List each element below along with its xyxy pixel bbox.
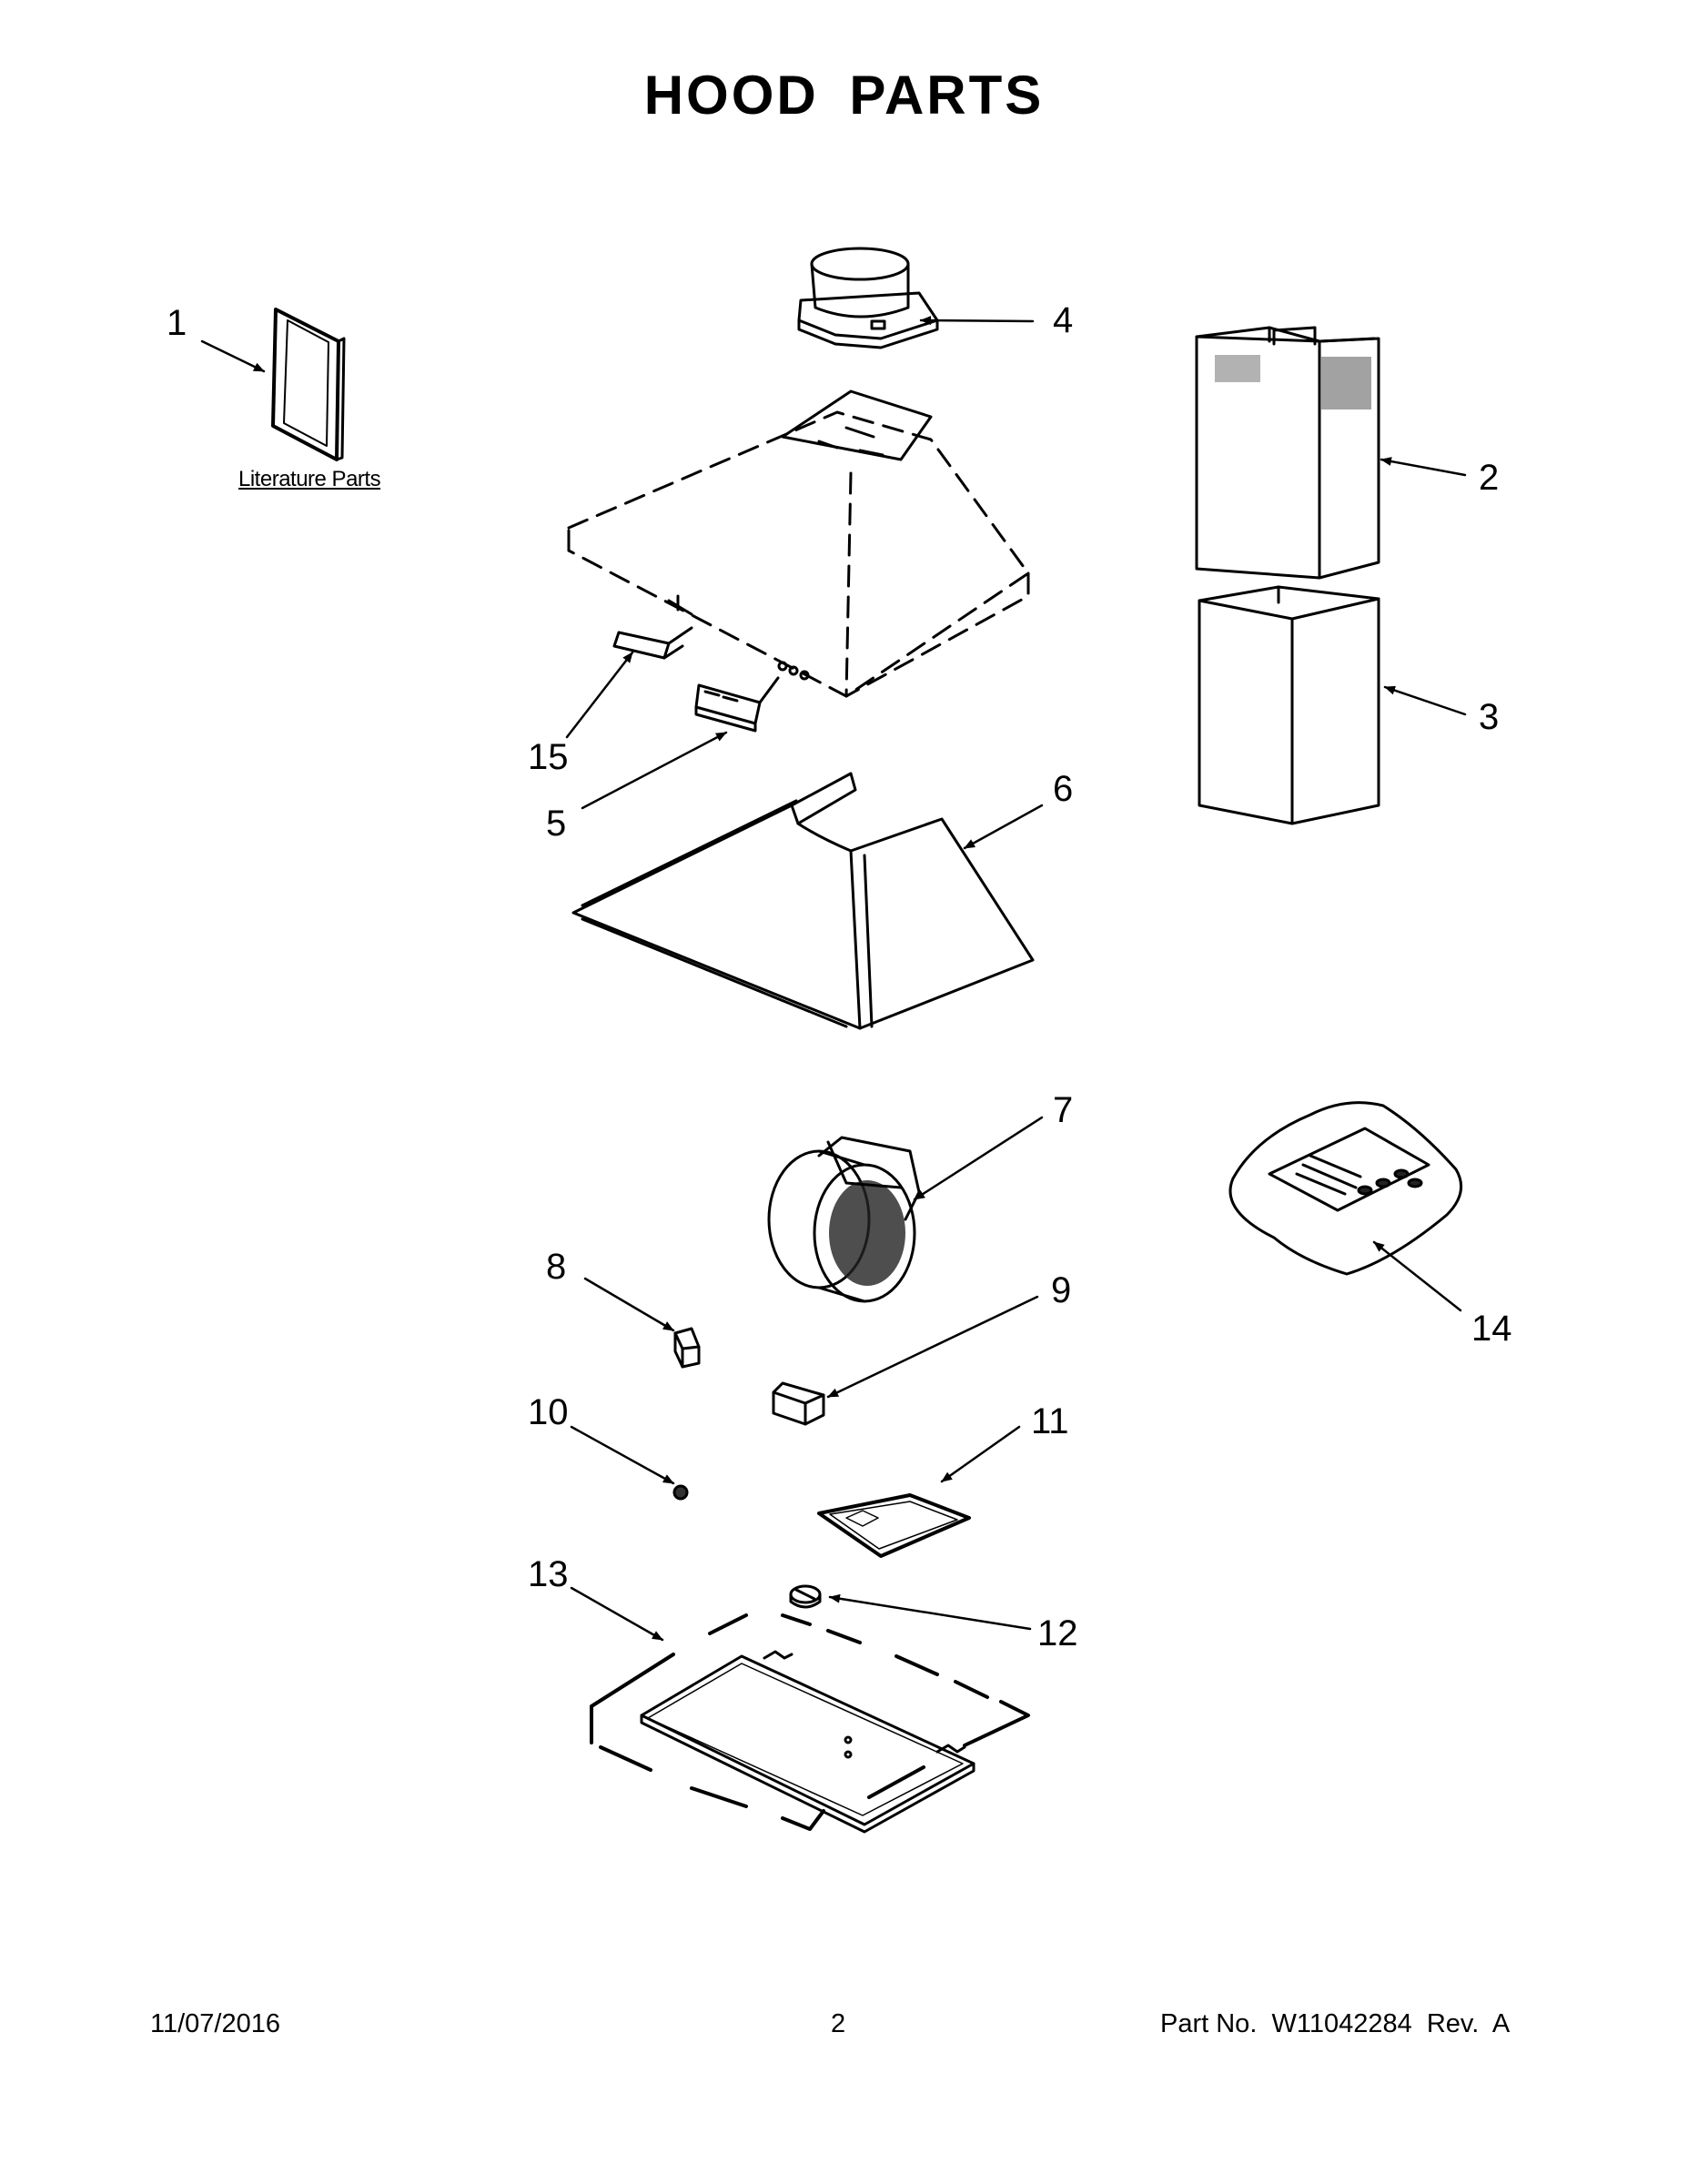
knob-part bbox=[791, 1586, 820, 1607]
leader-15 bbox=[567, 652, 632, 737]
blower-motor-part bbox=[769, 1138, 919, 1301]
leader-1 bbox=[202, 341, 264, 371]
bracket-part bbox=[675, 1329, 699, 1367]
callout-8: 8 bbox=[546, 1247, 567, 1287]
page-title: HOOD PARTS bbox=[643, 65, 1045, 126]
literature-parts-label: Literature Parts bbox=[238, 467, 381, 491]
hood-canopy-outline bbox=[569, 391, 1028, 696]
upper-chimney-part bbox=[1197, 328, 1379, 578]
leader-10 bbox=[571, 1427, 673, 1483]
leader-9 bbox=[828, 1297, 1037, 1397]
light-lens-part bbox=[614, 628, 692, 658]
callout-2: 2 bbox=[1479, 458, 1500, 498]
leader-4 bbox=[921, 316, 1033, 326]
callout-1: 1 bbox=[167, 303, 187, 343]
leader-2 bbox=[1381, 457, 1465, 475]
control-switch-part bbox=[696, 678, 778, 731]
lower-chimney-part bbox=[1199, 587, 1379, 824]
callout-6: 6 bbox=[1053, 769, 1074, 809]
leader-3 bbox=[1385, 687, 1465, 714]
leader-13 bbox=[571, 1588, 662, 1640]
callout-4: 4 bbox=[1053, 300, 1074, 340]
screw-part bbox=[674, 1486, 687, 1499]
literature-booklet bbox=[273, 309, 344, 460]
leader-11 bbox=[942, 1427, 1019, 1481]
parts-bag-part bbox=[1230, 1103, 1461, 1274]
leader-arrows bbox=[202, 316, 1465, 1640]
callout-3: 3 bbox=[1479, 697, 1500, 737]
footer-page-number: 2 bbox=[831, 2009, 846, 2038]
bottom-panel-part bbox=[591, 1615, 1028, 1832]
callout-12: 12 bbox=[1037, 1613, 1078, 1653]
footer-date: 11/07/2016 bbox=[150, 2009, 280, 2038]
light-socket-part bbox=[773, 1383, 824, 1424]
charcoal-filter-part bbox=[819, 1495, 969, 1556]
callout-10: 10 bbox=[528, 1392, 569, 1432]
leader-5 bbox=[582, 733, 726, 808]
callout-7: 7 bbox=[1053, 1090, 1074, 1130]
callout-13: 13 bbox=[528, 1554, 569, 1594]
callout-15: 15 bbox=[528, 737, 569, 777]
leader-8 bbox=[585, 1279, 673, 1330]
hood-body-part bbox=[573, 774, 1033, 1028]
callout-9: 9 bbox=[1051, 1270, 1072, 1310]
leader-12 bbox=[830, 1593, 1030, 1629]
leader-7 bbox=[915, 1117, 1042, 1199]
duct-connector-part bbox=[799, 248, 937, 348]
callout-5: 5 bbox=[546, 804, 567, 844]
leader-6 bbox=[965, 805, 1042, 848]
callout-11: 11 bbox=[1031, 1401, 1069, 1441]
footer-part-number: Part No. W11042284 Rev. A bbox=[1160, 2009, 1511, 2038]
callout-14: 14 bbox=[1471, 1309, 1512, 1349]
leader-14 bbox=[1374, 1242, 1461, 1310]
